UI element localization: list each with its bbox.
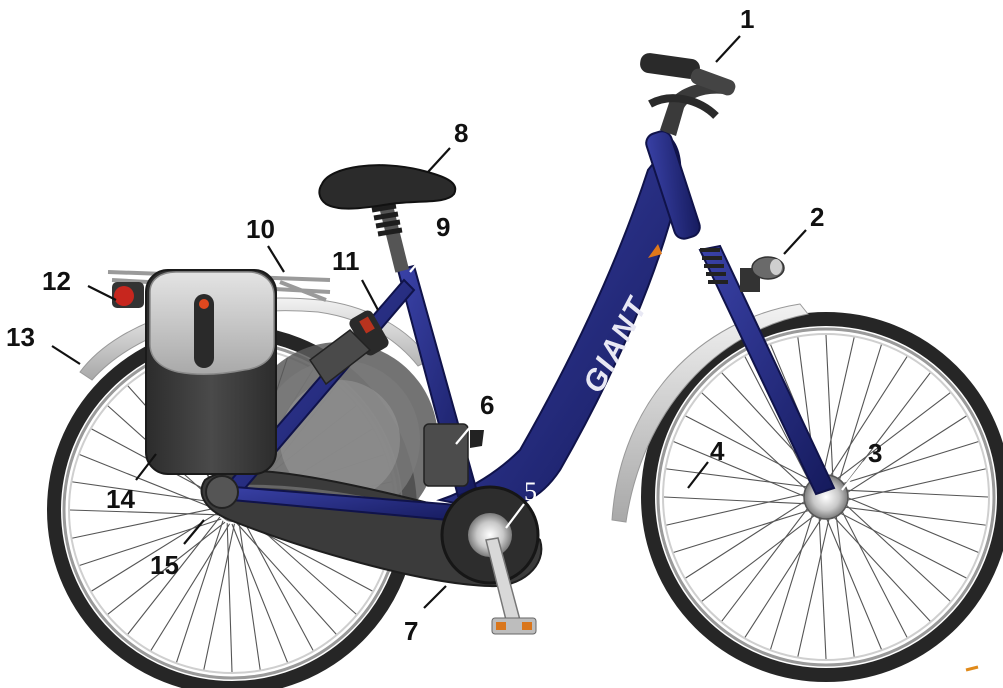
spoke [151,524,230,651]
leader-10 [268,246,284,272]
leader-1 [716,36,740,62]
handlebar [639,52,737,136]
spoke [674,442,806,497]
rear-axle [206,476,238,508]
callout-3: 3 [868,438,882,468]
spoke [72,482,219,503]
spoke [841,510,907,637]
spoke [846,497,978,552]
saddle [319,165,455,208]
callout-9: 9 [436,212,450,242]
spoke [686,500,807,578]
leader-2 [784,230,806,254]
leader-4 [688,462,708,488]
leader-13 [52,346,80,364]
front-reflector [966,667,978,670]
leader-12 [88,286,116,300]
callout-11: 11 [332,246,360,276]
spoke [745,517,823,638]
rear-light [112,282,144,308]
spoke [846,416,967,494]
callout-12: 12 [42,266,71,296]
callout-7: 7 [404,616,418,646]
callout-8: 8 [454,118,468,148]
callout-2: 2 [810,202,824,232]
callout-1: 1 [740,4,754,34]
callout-10: 10 [246,214,275,244]
leader-8 [428,148,450,172]
controller-box [424,424,468,486]
leader-9 [410,248,430,272]
spoke [239,522,260,669]
callout-4: 4 [710,436,725,466]
spoke [839,512,966,578]
pannier-bag [146,270,276,474]
callout-13: 13 [6,322,35,352]
callout-5: 5 [524,477,537,506]
callout-14: 14 [106,484,135,514]
callout-6: 6 [480,390,494,420]
leader-11 [362,280,378,310]
crankset [442,487,538,634]
seatpost [372,195,409,272]
leader-7 [424,586,446,608]
spoke [826,517,881,649]
callout-15: 15 [150,550,179,580]
headlight [740,257,784,292]
front-wheel [648,319,1003,675]
